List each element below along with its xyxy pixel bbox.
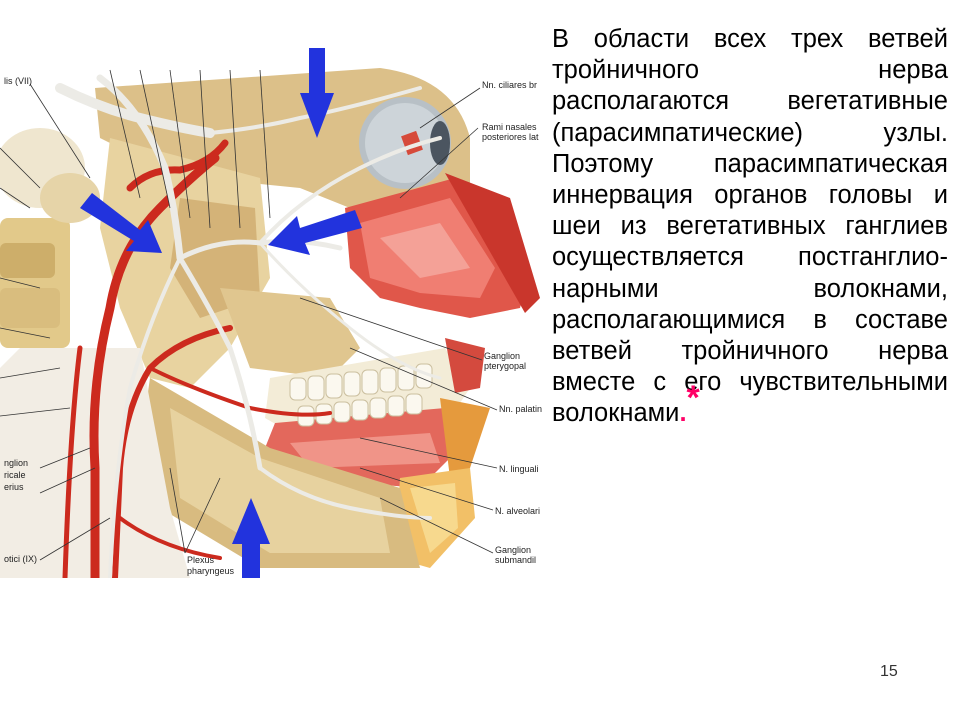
- label-nasales-2: posteriores lat: [482, 132, 539, 142]
- nasal-cavity: [345, 173, 540, 318]
- asterisk-mark: *: [686, 379, 700, 418]
- label-otici: otici (IX): [4, 554, 37, 564]
- label-ciliares: Nn. ciliares br: [482, 80, 537, 90]
- label-plexus-1: Plexus: [187, 555, 215, 565]
- arrow-up-icon: [232, 498, 270, 578]
- label-nasales-1: Rami nasales: [482, 122, 537, 132]
- label-alveolaris: N. alveolari: [495, 506, 540, 516]
- label-lingualis: N. linguali: [499, 464, 539, 474]
- arrow-left-icon: [268, 210, 362, 255]
- nerves: [55, 74, 442, 578]
- leader-lines: [0, 69, 498, 561]
- arrow-down-icon: [300, 48, 334, 138]
- figure-labels: lis (VII) Nn. ciliares br Rami nasales p…: [4, 76, 542, 576]
- body-text-content: В области всех трех ветвей тройничного н…: [552, 25, 948, 428]
- end-dot: .: [679, 399, 687, 428]
- label-pterygopalatinum-1: Ganglion: [484, 351, 520, 361]
- anatomical-illustration: lis (VII) Nn. ciliares br Rami nasales p…: [0, 48, 545, 578]
- label-plexus-2: pharyngeus: [187, 566, 235, 576]
- body-text: В области всех трех ветвей тройничного н…: [552, 24, 948, 430]
- label-submandibulare-1: Ganglion: [495, 545, 531, 555]
- eyeball: [359, 97, 451, 189]
- page-number: 15: [880, 663, 898, 680]
- label-cervicale-1: nglion: [4, 458, 28, 468]
- arrow-right-down-icon: [80, 193, 162, 253]
- label-pterygopalatinum-2: pterygopal: [484, 361, 526, 371]
- label-facialis: lis (VII): [4, 76, 32, 86]
- label-cervicale-3: erius: [4, 482, 24, 492]
- label-palatini: Nn. palatin: [499, 404, 542, 414]
- label-submandibulare-2: submandil: [495, 555, 536, 565]
- label-cervicale-2: ricale: [4, 470, 26, 480]
